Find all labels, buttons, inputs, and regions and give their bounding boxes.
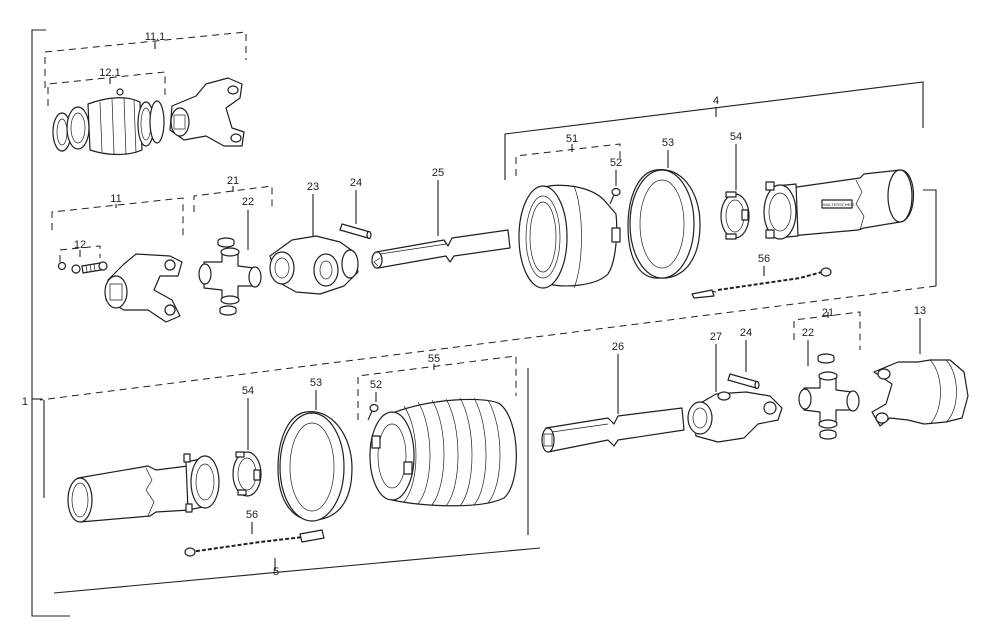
guard-logo-text: WALTERSCHEID [823, 202, 854, 207]
assembly-4-bracket [39, 81, 937, 401]
bearing-ring-53 [627, 150, 701, 279]
label-54-upper: 54 [730, 131, 742, 143]
safety-chain-56-lower [184, 522, 325, 557]
label-21-right: 21 [822, 307, 834, 319]
label-22-left: 22 [242, 196, 254, 208]
label-51: 51 [566, 133, 578, 145]
group-21-left [193, 185, 273, 316]
inner-yoke-23 [269, 194, 359, 295]
label-27: 27 [710, 331, 722, 343]
label-24-lower: 24 [740, 327, 752, 339]
outer-profile-tube-26 [541, 354, 685, 453]
label-11-1: 11.1 [145, 31, 166, 43]
label-52-upper: 52 [610, 157, 622, 169]
bellows-guard-55 [357, 355, 517, 507]
guard-tube-lower [67, 453, 220, 523]
screw-52 [609, 170, 621, 205]
label-12-1: 12.1 [99, 67, 120, 79]
label-26: 26 [612, 341, 624, 353]
label-21-left: 21 [227, 175, 239, 187]
label-54-lower: 54 [242, 385, 254, 397]
label-53-lower: 53 [310, 377, 322, 389]
group-21-right [793, 311, 861, 440]
inner-yoke-27 [687, 344, 783, 443]
safety-chain-56-upper [691, 266, 832, 299]
yoke-13 [871, 318, 969, 427]
retaining-ring-54 [720, 144, 750, 240]
callout-labels: 1 4 5 11.1 12.1 11 12 21 22 23 24 25 51 … [22, 31, 926, 578]
roll-pin-24 [339, 190, 372, 240]
label-24-upper: 24 [350, 177, 362, 189]
label-22-right: 22 [802, 327, 814, 339]
label-56-upper: 56 [758, 253, 770, 265]
label-5: 5 [273, 566, 279, 578]
assembly-1-bracket [31, 29, 70, 617]
retaining-ring-54-lower [232, 398, 262, 497]
pin-12 [81, 262, 102, 274]
label-53-upper: 53 [662, 137, 674, 149]
screw-52-lower [367, 392, 379, 421]
guard-tube-upper: WALTERSCHEID [763, 169, 915, 240]
label-23: 23 [307, 181, 319, 193]
group-11 [51, 197, 184, 323]
assembly-5-bracket [43, 368, 541, 594]
label-55: 55 [428, 353, 440, 365]
label-56-lower: 56 [246, 509, 258, 521]
label-4: 4 [713, 95, 719, 107]
yoke-11 [105, 253, 183, 323]
group-11-1 [44, 31, 247, 156]
guard-cone-51 [515, 143, 621, 289]
label-25: 25 [432, 167, 444, 179]
label-52-lower: 52 [370, 379, 382, 391]
cross-journal-22 [203, 251, 255, 301]
yoke-11-1 [169, 77, 245, 147]
label-12: 12 [74, 239, 86, 251]
label-13: 13 [914, 305, 926, 317]
bearing-ring-53-lower [277, 390, 353, 522]
roll-pin-24-lower [727, 340, 760, 390]
label-1: 1 [22, 396, 28, 408]
label-11: 11 [110, 193, 121, 205]
inner-profile-tube-25 [371, 180, 511, 269]
